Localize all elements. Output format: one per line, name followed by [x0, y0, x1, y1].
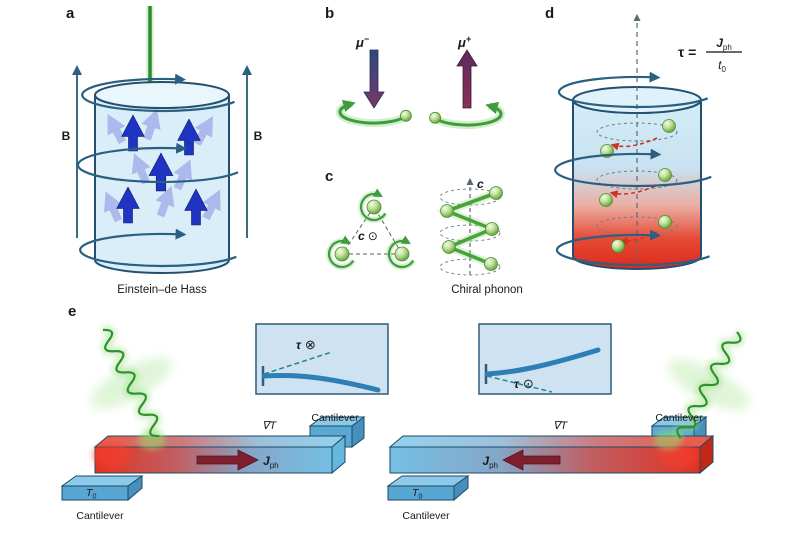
- panel-b-label: b: [325, 5, 334, 22]
- jph-arrow-left-device: [196, 449, 259, 471]
- mu-plus-ring: [434, 101, 503, 127]
- grad-t-label-right: ∇T: [553, 420, 568, 432]
- hot-spot-glow-left: [92, 442, 132, 468]
- left-device: τ⊗: [60, 323, 389, 522]
- sample-bar-left: [93, 434, 347, 475]
- mu-plus-sphere: [429, 111, 442, 124]
- torque-formula: τ = Jph t0: [678, 36, 742, 74]
- panel-d-label: d: [545, 5, 554, 22]
- jph-numerator: Jph: [716, 36, 732, 52]
- helix-axis-label: c: [477, 177, 484, 191]
- panel-a: a B B: [62, 5, 263, 296]
- deflected-beam-left: [261, 373, 381, 393]
- panel-a-label: a: [66, 5, 75, 22]
- b-field-left-label: B: [62, 129, 71, 143]
- deflected-beam-right: [484, 347, 601, 377]
- t0-label-right: T0: [412, 487, 423, 501]
- caption-einstein-de-haas: Einstein–de Hass: [117, 284, 207, 296]
- undeflected-dash-left: [263, 351, 333, 375]
- torque-label-left: τ⊗: [296, 337, 316, 352]
- triangle-spheres: [334, 199, 410, 262]
- cantilever-label-top-right: Cantilever: [655, 412, 703, 424]
- mu-minus-arrow: [363, 49, 385, 109]
- magnon-orbits: [596, 122, 678, 236]
- panel-c: c c⊙ c: [325, 168, 523, 296]
- inset-box-right: [478, 323, 612, 395]
- photon-beam-right: [672, 329, 745, 441]
- phonon-triangle-bonds: [341, 206, 403, 255]
- panel-c-label: c: [325, 168, 333, 185]
- mu-minus-ring: [338, 99, 407, 125]
- right-device: τ⊙: [386, 323, 750, 522]
- jph-label-left-device: Jph: [263, 454, 279, 470]
- panel-b: b μ− μ+: [325, 5, 505, 130]
- mu-plus-label: μ+: [457, 34, 472, 50]
- caption-chiral-phonon: Chiral phonon: [451, 284, 523, 296]
- t0-label-left: T0: [86, 487, 97, 501]
- rotation-ring-bottom: [79, 228, 237, 268]
- cylinder-a-top: [94, 81, 230, 109]
- mu-minus-sphere: [399, 109, 412, 122]
- photon-beam-left: [100, 325, 162, 441]
- rotation-ring-bottom-d: [555, 229, 710, 267]
- c-axis-out-label: c⊙: [358, 229, 378, 243]
- inset-box-left: [255, 323, 389, 395]
- jph-label-right-device: Jph: [482, 454, 498, 470]
- rotation-ring-top-d: [557, 71, 709, 109]
- tau-label: τ =: [678, 44, 696, 60]
- cantilever-label-top-left: Cantilever: [311, 412, 359, 424]
- grad-t-label-left: ∇T: [262, 420, 277, 432]
- base-platform-left: [60, 475, 144, 502]
- b-field-right-label: B: [254, 129, 263, 143]
- rotation-ring-middle-d: [554, 148, 712, 188]
- rotation-arcs: [326, 188, 416, 270]
- panel-e: e τ⊗: [60, 303, 750, 522]
- t0-denominator: t0: [718, 58, 726, 74]
- mu-minus-label: μ−: [355, 34, 370, 50]
- helix-spheres: [440, 186, 503, 271]
- jph-arrow-right-device: [502, 449, 561, 471]
- torque-label-right: τ⊙: [514, 376, 534, 391]
- panel-d: d τ = Jph t0: [545, 5, 742, 270]
- rotation-ring-middle: [76, 142, 239, 184]
- rotation-ring-top: [81, 73, 235, 113]
- panel-e-label: e: [68, 303, 76, 320]
- cantilever-label-bottom-left: Cantilever: [76, 510, 124, 522]
- cantilever-label-bottom-right: Cantilever: [402, 510, 450, 522]
- mu-plus-arrow: [456, 49, 478, 109]
- undeflected-dash-right: [486, 375, 553, 393]
- base-platform-right: [386, 475, 470, 502]
